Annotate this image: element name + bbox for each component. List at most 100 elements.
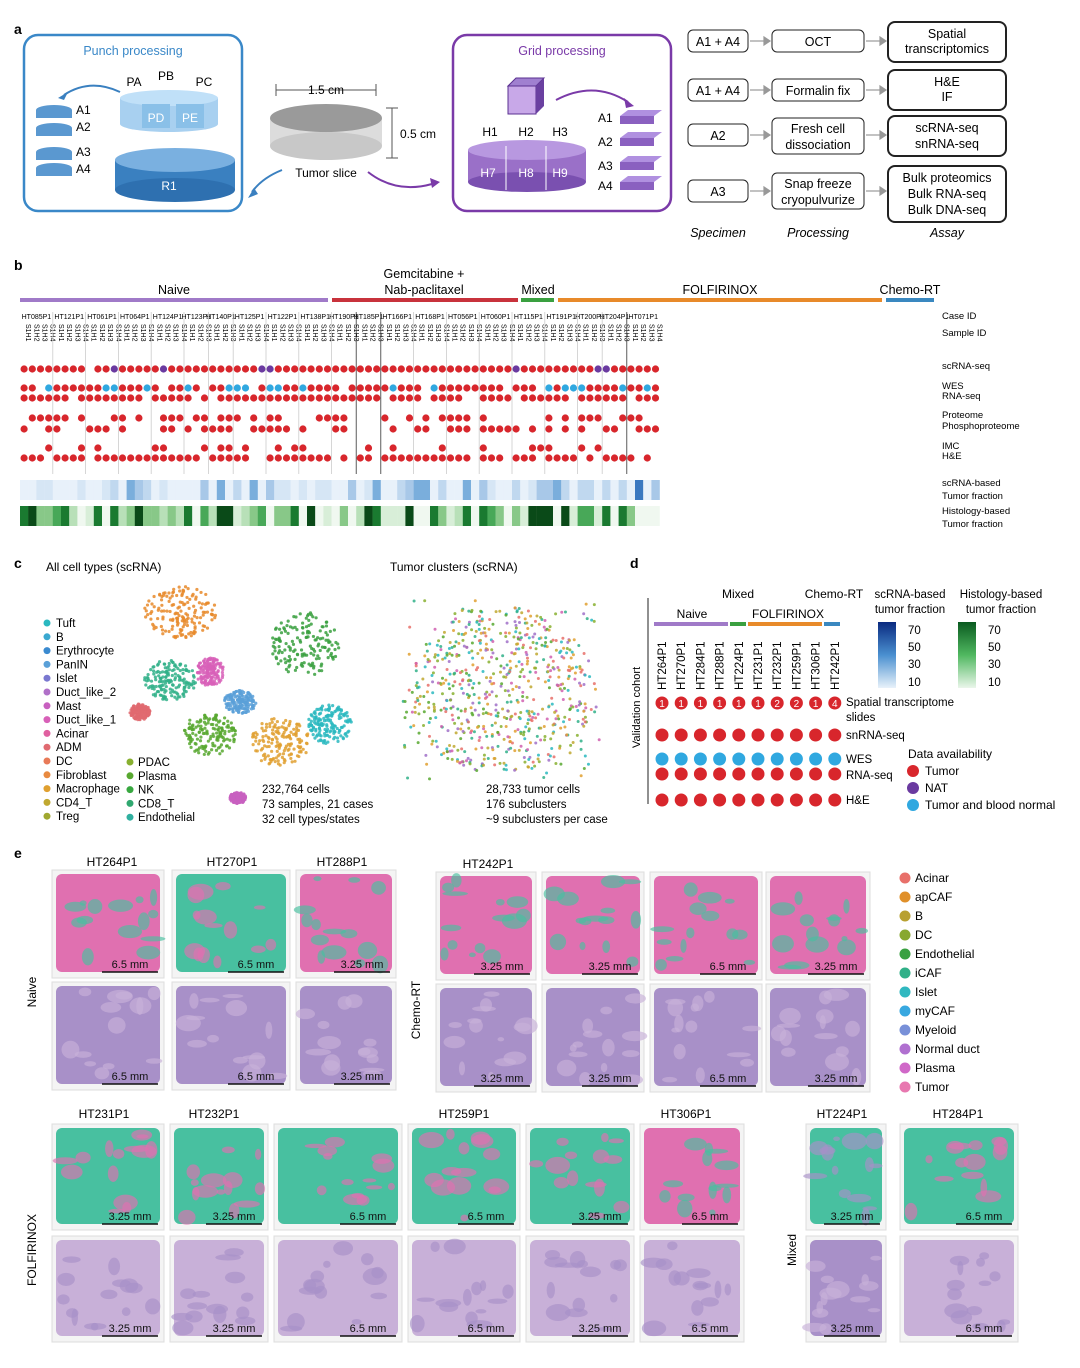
umap-point (505, 663, 509, 667)
data-dot (545, 365, 553, 373)
umap-point (509, 666, 513, 670)
data-dot (110, 365, 118, 373)
umap-point (189, 630, 193, 635)
umap-point (287, 654, 291, 659)
umap-point (185, 623, 190, 628)
tissue-patch (129, 997, 152, 1015)
umap-point (536, 757, 540, 761)
data-dot (455, 425, 463, 433)
umap-point (336, 739, 340, 743)
tissue-patch (234, 1316, 256, 1326)
umap-point (573, 671, 577, 675)
legend-label: ADM (56, 742, 82, 754)
umap-point (505, 640, 509, 644)
heat-sc-cell (290, 480, 299, 500)
data-dot (537, 365, 545, 373)
umap-point (487, 660, 491, 664)
tissue-patch (418, 1131, 445, 1149)
umap-point (546, 670, 550, 674)
tissue-patch (108, 1257, 121, 1276)
umap-point (514, 630, 518, 634)
data-dot (561, 414, 569, 422)
umap-point (505, 700, 509, 704)
legend-label: PDAC (138, 757, 170, 769)
umap-point (322, 719, 327, 723)
umap-point (238, 698, 242, 702)
umap-point (476, 725, 480, 729)
umap-point (284, 735, 288, 739)
umap-point (559, 726, 563, 730)
legend-label: PanIN (56, 659, 88, 671)
d-data-dot (789, 728, 803, 742)
data-dot (323, 454, 332, 462)
e-case-ht264: HT264P1 (87, 855, 138, 869)
umap-point (462, 644, 466, 648)
data-dot (282, 365, 291, 373)
tissue-patch (78, 987, 92, 997)
umap-point (502, 737, 506, 741)
umap-point (504, 724, 508, 728)
d-data-dot (770, 728, 784, 742)
bar-chemo (886, 298, 934, 302)
umap-point (199, 724, 203, 728)
data-dot (561, 365, 569, 373)
umap-point (249, 695, 253, 699)
umap-point (146, 710, 150, 715)
data-dot (528, 425, 537, 433)
umap-point (185, 595, 189, 600)
umap-point (152, 687, 156, 691)
data-dot (241, 454, 250, 462)
umap-point (283, 746, 288, 750)
heat-sc-cell (225, 480, 234, 500)
data-dot (463, 384, 471, 392)
umap-point (307, 717, 311, 721)
data-dot (512, 425, 520, 433)
legend-label: NK (138, 785, 154, 797)
d-data-dot (693, 752, 707, 766)
cell-type-legend: TuftBErythrocytePanINIsletDuct_like_2Mas… (43, 618, 195, 824)
data-dot (241, 384, 250, 392)
tissue-patch (187, 883, 214, 900)
avail-tumor: Tumor (925, 764, 959, 778)
umap-point (175, 593, 179, 598)
umap-point (212, 670, 216, 674)
umap-point (519, 636, 523, 640)
umap-point (182, 694, 186, 699)
data-dot (414, 394, 422, 402)
umap-point (477, 701, 481, 705)
scale-bar-label: 3.25 mm (213, 1323, 256, 1335)
scale-bar-label: 3.25 mm (831, 1323, 874, 1335)
tissue-patch (462, 1288, 472, 1306)
umap-point (250, 700, 255, 704)
heat-sc-cell (438, 480, 447, 500)
umap-point (270, 720, 274, 724)
heat-sc-cell (77, 480, 86, 500)
sample-id: S1H1 (606, 324, 613, 342)
legend-label: Erythrocyte (56, 646, 114, 658)
umap-point (502, 715, 506, 719)
data-dot (512, 384, 520, 392)
tissue-patch (600, 1006, 613, 1015)
umap-point (508, 739, 512, 743)
tissue-patch (546, 1281, 555, 1299)
data-dot (53, 425, 61, 433)
umap-point (199, 674, 203, 679)
spatial-legend-swatch (899, 1081, 911, 1093)
umap-point (337, 716, 341, 721)
data-dot (594, 384, 602, 392)
tissue-patch (172, 1320, 194, 1336)
umap-point (514, 626, 518, 630)
scale-bar-label: 3.25 mm (579, 1323, 622, 1335)
umap-point (176, 674, 180, 678)
umap-point (162, 609, 166, 613)
tissue-patch (199, 997, 220, 1003)
sample-id: S1H4 (49, 324, 56, 342)
umap-point (414, 662, 418, 666)
umap-point (501, 707, 505, 711)
umap-point (536, 753, 540, 757)
tissue-patch (845, 1020, 860, 1037)
umap-point (284, 661, 288, 665)
tissue-patch (311, 919, 321, 931)
data-dot (619, 365, 627, 373)
umap-point (264, 728, 268, 733)
